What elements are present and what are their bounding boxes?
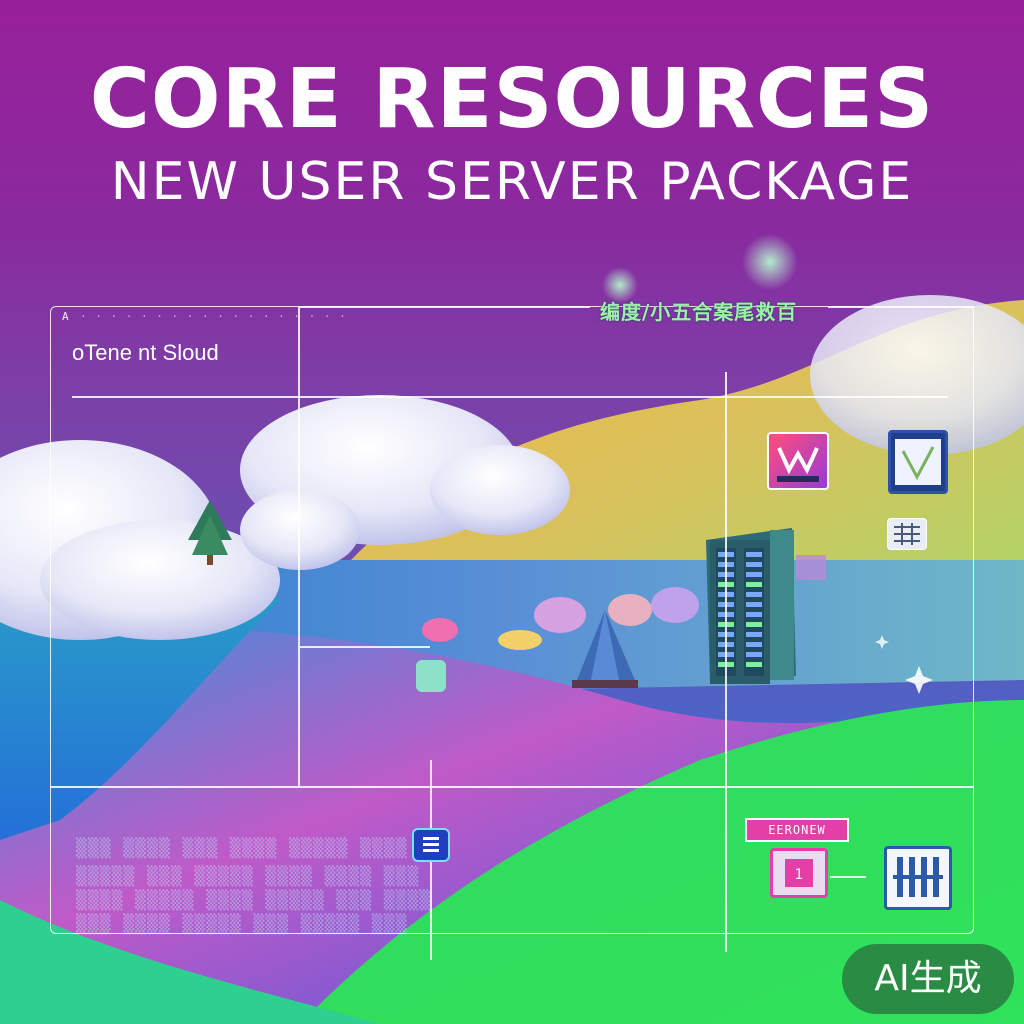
server-window-light (746, 602, 762, 607)
server-window-light (746, 562, 762, 567)
design-app-icon[interactable] (767, 432, 829, 490)
divider-vertical-left (298, 306, 300, 786)
divider-brand (72, 396, 948, 398)
page-subtitle: NEW USER SERVER PACKAGE (110, 152, 914, 212)
faded-text-line: ▒▒▒ ▒▒▒▒ ▒▒▒▒▒ ▒▒▒ ▒▒▒▒▒ ▒▒▒ (76, 914, 408, 935)
page-title: CORE RESOURCES (89, 52, 935, 147)
tag-label: EERONEW (745, 818, 849, 842)
server-window-light (746, 592, 762, 597)
ai-generated-badge: AI生成 (842, 944, 1014, 1014)
server-rack-icon[interactable] (884, 846, 952, 910)
server-window-light (746, 552, 762, 557)
server-window-light (746, 632, 762, 637)
faded-text-line: ▒▒▒▒ ▒▒▒▒▒ ▒▒▒▒ ▒▒▒▒▒ ▒▒▒ ▒▒▒▒ (76, 890, 432, 911)
divider-bottom (50, 786, 974, 788)
server-window-light (746, 582, 762, 587)
server-window-light (746, 572, 762, 577)
divider-top-right (828, 306, 974, 308)
server-window-light (746, 652, 762, 657)
server-window-light (746, 642, 762, 647)
panel-top-label: A (62, 310, 70, 323)
divider-vertical-right (725, 372, 727, 952)
faded-text-line: ▒▒▒▒▒ ▒▒▒ ▒▒▒▒▒ ▒▒▒▒ ▒▒▒▒ ▒▒▒ (76, 866, 420, 887)
divider-top (300, 306, 590, 308)
menu-icon[interactable] (412, 828, 450, 862)
faded-text-line: ▒▒▒ ▒▒▒▒ ▒▒▒ ▒▒▒▒ ▒▒▒▒▒ ▒▒▒▒ ▒▒ (76, 838, 443, 859)
grid-icon[interactable] (887, 518, 927, 550)
panel-top-dots: · · · · · · · · · · · · · · · · · · (80, 310, 347, 323)
pointer-line (300, 646, 430, 648)
document-check-icon[interactable] (888, 430, 948, 494)
svg-text:1: 1 (795, 867, 804, 883)
server-window-light (746, 612, 762, 617)
server-window-light (746, 662, 762, 667)
server-window-light (746, 622, 762, 627)
chip-icon[interactable]: 1 (770, 848, 828, 898)
caption-text: 编度/小五合案尾救百 (600, 300, 798, 324)
brand-label: oTene nt Sloud (72, 340, 219, 365)
connector-line (830, 876, 866, 878)
